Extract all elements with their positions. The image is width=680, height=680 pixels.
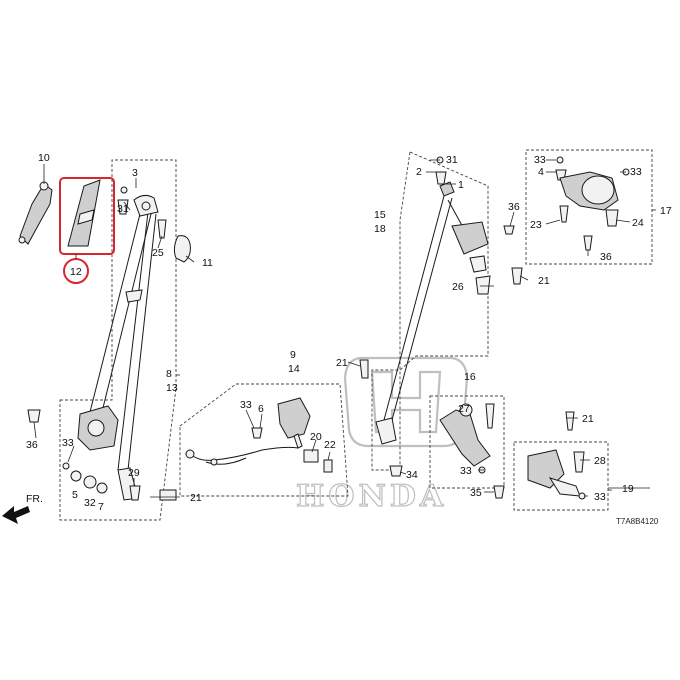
callout-27: 27 xyxy=(458,403,470,415)
diagram-code: T7A8B4120 xyxy=(616,517,659,526)
group-outline-9-14 xyxy=(179,383,349,497)
callout-31-rear: 31 xyxy=(446,154,458,166)
part-9-14-buckle xyxy=(185,397,333,473)
callout-16: 16 xyxy=(464,371,476,383)
callout-6: 6 xyxy=(258,403,264,415)
part-15-18-rear-belt xyxy=(359,156,523,445)
callout-22: 22 xyxy=(324,439,336,451)
group-outline-8-13 xyxy=(59,159,177,521)
callout-1: 1 xyxy=(458,179,464,191)
callout-29: 29 xyxy=(128,467,140,479)
callout-2: 2 xyxy=(416,166,422,178)
callout-35: 35 xyxy=(470,487,482,499)
callout-31-front: 31 xyxy=(117,203,129,215)
callout-33-buckle: 33 xyxy=(240,399,252,411)
callout-21-right: 21 xyxy=(582,413,594,425)
callout-33-right: 33 xyxy=(594,491,606,503)
front-belt-assembly xyxy=(77,194,159,501)
callout-33-top-right: 33 xyxy=(630,166,642,178)
callout-36-top: 36 xyxy=(600,251,612,263)
part-35-fastener xyxy=(493,485,505,499)
callout-21-front: 21 xyxy=(190,492,202,504)
watermark-text: HONDA xyxy=(296,479,447,514)
callout-8: 8 xyxy=(166,368,172,380)
callout-25: 25 xyxy=(152,247,164,259)
callout-36-front: 36 xyxy=(26,439,38,451)
callout-23: 23 xyxy=(530,219,542,231)
callout-33-rear-buckle: 33 xyxy=(460,465,472,477)
highlight-box-12 xyxy=(59,177,115,255)
callout-14: 14 xyxy=(288,363,300,375)
leader-lines xyxy=(33,159,656,498)
part-12-pillar-garnish xyxy=(59,177,115,284)
group-outline-19 xyxy=(513,441,609,511)
callout-34: 34 xyxy=(406,469,418,481)
callout-28: 28 xyxy=(594,455,606,467)
part-34-fastener xyxy=(389,465,403,477)
callout-17: 17 xyxy=(660,205,672,217)
callout-19: 19 xyxy=(622,483,634,495)
callout-15: 15 xyxy=(374,209,386,221)
callout-36-rear: 36 xyxy=(508,201,520,213)
callout-3: 3 xyxy=(132,167,138,179)
front-direction-arrow: FR. xyxy=(2,493,43,524)
front-hardware xyxy=(27,186,191,501)
callout-24: 24 xyxy=(632,217,644,229)
callout-18: 18 xyxy=(374,223,386,235)
callout-12: 12 xyxy=(70,266,82,278)
callout-33-front: 33 xyxy=(62,437,74,449)
part-10-height-adjuster xyxy=(18,164,53,245)
callout-4: 4 xyxy=(538,166,544,178)
callout-numbers: 10 12 3 31 25 11 8 13 36 33 5 32 7 29 21… xyxy=(26,152,672,513)
callout-9: 9 xyxy=(290,349,296,361)
callout-20: 20 xyxy=(310,431,322,443)
callout-21-rear-upper: 21 xyxy=(538,275,550,287)
callout-33-top-left: 33 xyxy=(534,154,546,166)
callout-21-rear-mid: 21 xyxy=(336,357,348,369)
group-outline-17 xyxy=(525,149,653,265)
callout-10: 10 xyxy=(38,152,50,164)
callout-7: 7 xyxy=(98,501,104,513)
callout-26: 26 xyxy=(452,281,464,293)
callout-11: 11 xyxy=(202,257,213,269)
callout-5: 5 xyxy=(72,489,78,501)
group-outline-15-18 xyxy=(371,151,489,471)
direction-label: FR. xyxy=(26,493,43,505)
part-16-rear-buckle xyxy=(439,403,495,474)
part-17-retractor xyxy=(555,156,630,251)
honda-watermark: HONDA xyxy=(295,356,469,515)
part-19-buckle-assembly xyxy=(527,411,586,500)
callout-32: 32 xyxy=(84,497,96,509)
callout-13: 13 xyxy=(166,382,178,394)
